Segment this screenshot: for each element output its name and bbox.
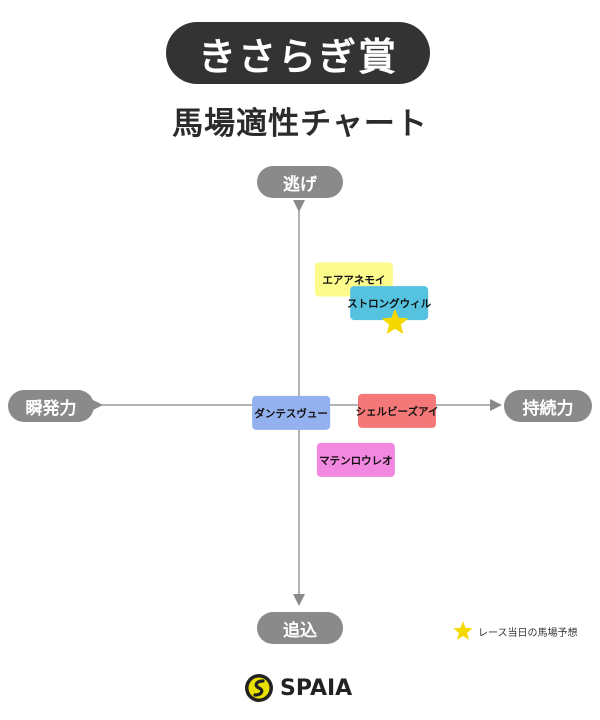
horse-marker-3 [358, 393, 436, 428]
horse-label-4: マテンロウレオ [319, 455, 393, 467]
horse-marker-1 [350, 286, 429, 321]
chart-title: 馬場適性チャート [172, 106, 428, 142]
legend: レース当日の馬場予想 [452, 620, 578, 642]
spaia-logo: SPAIA [244, 673, 352, 703]
horse-label-2: ダンテスヴュー [254, 407, 328, 420]
axis-label-top-text: 逃げ [283, 174, 317, 195]
axis-label-left: 瞬発力 [8, 390, 94, 422]
race-title: きさらぎ賞 [197, 34, 398, 79]
axis-label-bottom: 追込 [257, 612, 343, 644]
axis-label-top: 逃げ [257, 166, 343, 198]
horse-label-3: シェルビーズアイ [356, 405, 439, 418]
horse-label-0: エアアネモイ [322, 275, 385, 287]
axis-label-right: 持続力 [504, 390, 592, 422]
axis-label-bottom-text: 追込 [283, 620, 317, 641]
horse-label-1: ストロングウィル [347, 297, 431, 310]
horse-marker-2 [252, 395, 331, 430]
horse-marker-4 [316, 442, 395, 477]
axis-label-left-text: 瞬発力 [25, 398, 77, 419]
track-forecast-star-icon [381, 308, 409, 334]
legend-star-icon [453, 621, 473, 640]
spaia-logo-icon [245, 674, 273, 702]
axis-label-right-text: 持続力 [522, 398, 574, 419]
race-title-pill: きさらぎ賞 [166, 22, 430, 84]
legend-label: レース当日の馬場予想 [478, 627, 578, 639]
logo-text: SPAIA [280, 675, 353, 701]
